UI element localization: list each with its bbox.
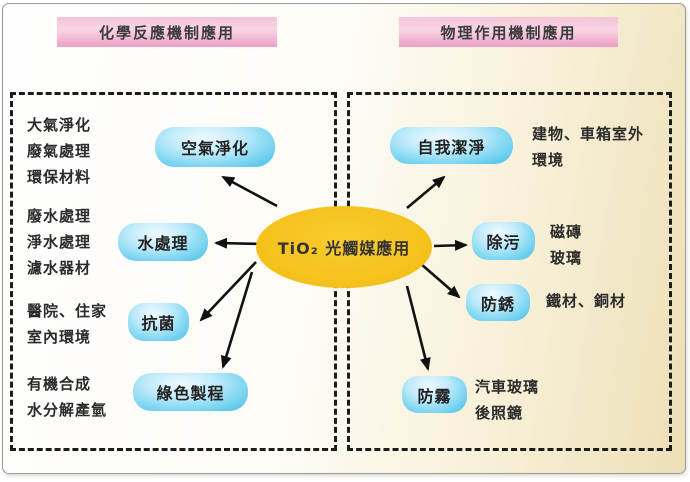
side-text-line: 大氣淨化	[27, 116, 92, 134]
side-text-decontamination: 磁磚 玻璃	[550, 219, 582, 271]
side-text-line: 建物、車箱室外	[532, 125, 645, 143]
side-text-line: 廢水處理	[27, 207, 92, 225]
node-antibacterial: 抗菌	[128, 303, 189, 341]
side-text-line: 廢氣處理	[27, 142, 92, 160]
side-text-water-treatment: 廢水處理 淨水處理 濾水器材	[27, 203, 91, 281]
side-text-anti-rust: 鐵材、銅材	[546, 288, 626, 314]
side-text-line: 磁磚	[550, 223, 583, 241]
side-text-line: 後照鏡	[475, 404, 524, 422]
header-chemical-mechanism: 化學反應機制應用	[57, 17, 277, 47]
node-anti-rust: 防銹	[466, 284, 530, 321]
side-text-air-purification: 大氣淨化 廢氣處理 環保材料	[27, 112, 91, 190]
side-text-antibacterial: 醫院、住家 室內環境	[27, 298, 107, 350]
side-text-line: 有機合成	[27, 375, 92, 393]
node-self-cleaning: 自我潔淨	[390, 127, 513, 164]
side-text-line: 汽車玻璃	[475, 378, 540, 396]
header-physical-mechanism: 物理作用機制應用	[399, 17, 618, 47]
side-text-line: 室內環境	[27, 328, 92, 346]
node-green-process: 綠色製程	[133, 373, 248, 411]
side-text-line: 淨水處理	[27, 233, 92, 251]
side-text-line: 環境	[532, 151, 565, 169]
side-text-self-cleaning: 建物、車箱室外 環境	[532, 121, 644, 173]
node-anti-fog: 防霧	[402, 376, 467, 413]
node-air-purification: 空氣淨化	[155, 127, 275, 167]
side-text-anti-fog: 汽車玻璃 後照鏡	[475, 374, 539, 426]
side-text-line: 水分解產氫	[27, 401, 108, 419]
side-text-line: 玻璃	[550, 249, 583, 267]
center-topic-ellipse: TiO₂ 光觸媒應用	[256, 206, 432, 288]
side-text-line: 環保材料	[27, 168, 92, 186]
side-text-line: 鐵材、銅材	[546, 292, 627, 310]
side-text-green-process: 有機合成 水分解產氫	[27, 371, 107, 423]
node-water-treatment: 水處理	[118, 223, 208, 261]
node-decontamination: 除污	[472, 222, 535, 260]
side-text-line: 醫院、住家	[27, 302, 108, 320]
side-text-line: 濾水器材	[27, 259, 92, 277]
